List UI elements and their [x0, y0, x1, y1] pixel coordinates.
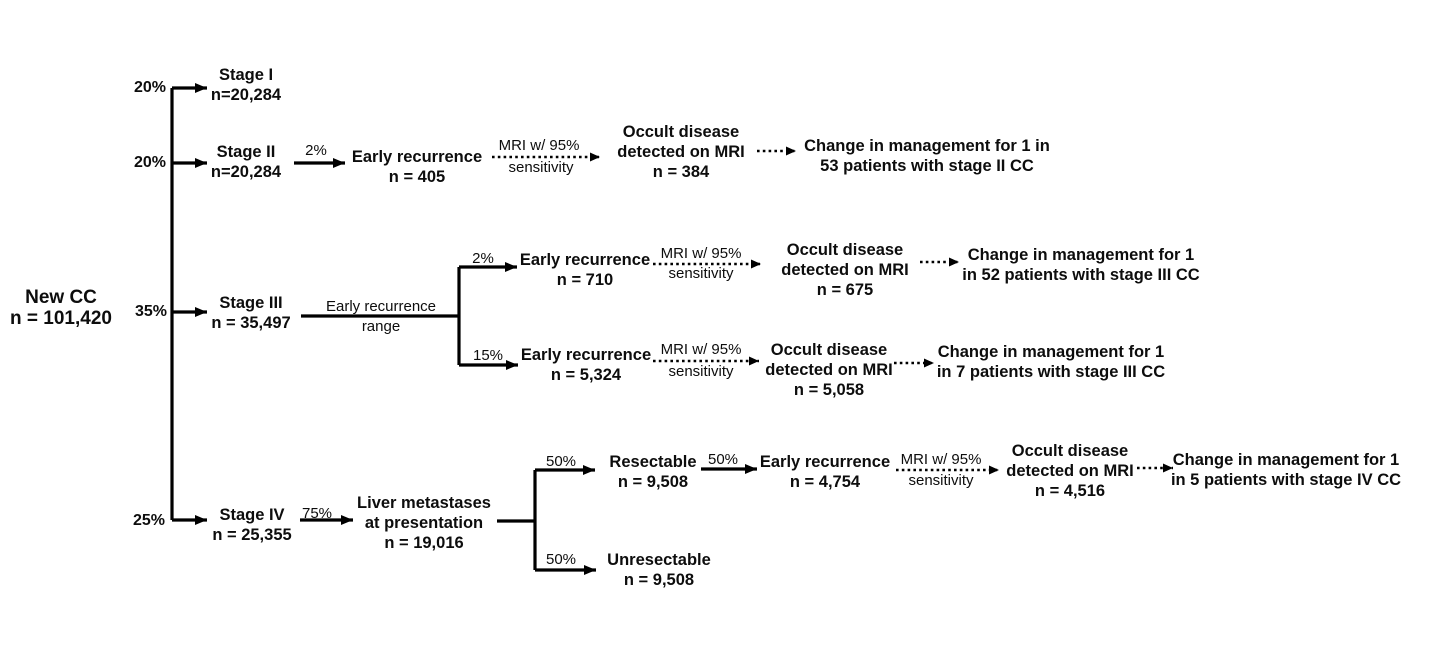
stage4-liver-pct: 75%	[301, 505, 333, 522]
stage3-lower-occult-node: Occult disease detected on MRI n = 5,058	[765, 340, 892, 400]
stage3-upper-early-recurrence-label: Early recurrence	[519, 251, 651, 269]
stage4-recurrence-pct: 50%	[707, 451, 739, 468]
branch-pct-stage2: 20%	[133, 154, 167, 171]
stage3-lower-early-recurrence-label: Early recurrence	[520, 346, 652, 364]
stage4-early-recurrence-node: Early recurrence n = 4,754	[760, 452, 890, 492]
unresectable-node: Unresectable n = 9,508	[607, 550, 711, 590]
stage2-recurrence-pct: 2%	[305, 142, 327, 159]
unresectable-pct: 50%	[545, 551, 577, 568]
stage4-outcome-node: Change in management for 1 in 5 patients…	[1171, 450, 1401, 490]
resectable-label: Resectable	[609, 453, 697, 471]
stage3-upper-early-recurrence-node: Early recurrence n = 710	[520, 250, 650, 290]
stage3-lower-mri-label-line1: MRI w/ 95%	[660, 341, 742, 358]
stage4-occult-line1: Occult disease	[1011, 442, 1129, 460]
stage4-occult-n: n = 4,516	[1034, 482, 1106, 500]
unresectable-label: Unresectable	[607, 551, 711, 569]
stage3-label: Stage III	[219, 294, 283, 312]
stage2-outcome-line2: 53 patients with stage II CC	[820, 157, 1034, 175]
stage3-lower-occult-line1: Occult disease	[770, 341, 888, 359]
stage3-upper-mri-label-line1: MRI w/ 95%	[660, 245, 742, 262]
stage4-n: n = 25,355	[212, 526, 292, 544]
stage4-outcome-line1: Change in management for 1	[1172, 451, 1400, 469]
stage4-label: Stage IV	[219, 506, 285, 524]
stage3-upper-outcome-node: Change in management for 1 in 52 patient…	[962, 245, 1199, 285]
stage3-upper-occult-line2: detected on MRI	[781, 261, 909, 279]
stage4-mri-label-line1: MRI w/ 95%	[900, 451, 982, 468]
stage4-liver-line2: at presentation	[364, 514, 484, 532]
stage2-outcome-line1: Change in management for 1 in	[804, 137, 1050, 155]
resectable-n: n = 9,508	[617, 473, 689, 491]
root-n: n = 101,420	[10, 308, 112, 329]
stage3-lower-outcome-line1: Change in management for 1	[937, 343, 1165, 361]
branch-pct-stage4: 25%	[132, 512, 166, 529]
stage4-occult-line2: detected on MRI	[1006, 462, 1134, 480]
stage3-node: Stage III n = 35,497	[211, 293, 290, 333]
stage4-liver-n: n = 19,016	[384, 534, 464, 552]
stage2-label: Stage II	[216, 143, 276, 161]
root-title: New CC	[25, 287, 97, 308]
stage3-upper-pct: 2%	[472, 250, 494, 267]
stage3-lower-mri-label-line2: sensitivity	[668, 363, 734, 380]
stage3-upper-outcome-line1: Change in management for 1	[967, 246, 1195, 264]
unresectable-n: n = 9,508	[623, 571, 695, 589]
stage2-occult-line1: Occult disease	[622, 123, 740, 141]
resectable-pct: 50%	[545, 453, 577, 470]
stage2-mri-label-line1: MRI w/ 95%	[498, 137, 580, 154]
stage2-early-recurrence-node: Early recurrence n = 405	[352, 147, 482, 187]
stage3-lower-early-recurrence-node: Early recurrence n = 5,324	[521, 345, 651, 385]
stage3-upper-mri-label-line2: sensitivity	[668, 265, 734, 282]
stage1-node: Stage I n=20,284	[211, 65, 281, 105]
stage3-range-label-line1: Early recurrence	[325, 298, 437, 315]
stage4-node: Stage IV n = 25,355	[212, 505, 291, 545]
stage2-outcome-node: Change in management for 1 in 53 patient…	[804, 136, 1050, 176]
stage3-lower-outcome-node: Change in management for 1 in 7 patients…	[937, 342, 1165, 382]
stage2-n: n=20,284	[210, 163, 282, 181]
stage3-upper-outcome-line2: in 52 patients with stage III CC	[962, 266, 1200, 284]
stage1-label: Stage I	[218, 66, 274, 84]
stage4-liver-line1: Liver metastases	[357, 494, 491, 512]
stage2-mri-label-line2: sensitivity	[508, 159, 574, 176]
stage3-n: n = 35,497	[211, 314, 291, 332]
stage3-lower-outcome-line2: in 7 patients with stage III CC	[936, 363, 1166, 381]
stage3-lower-early-recurrence-n: n = 5,324	[550, 366, 622, 384]
stage3-lower-pct: 15%	[472, 347, 504, 364]
stage2-occult-node: Occult disease detected on MRI n = 384	[617, 122, 744, 182]
stage2-early-recurrence-n: n = 405	[388, 168, 446, 186]
stage3-range-label-line2: range	[361, 318, 401, 335]
resectable-node: Resectable n = 9,508	[609, 452, 696, 492]
root-node: New CC n = 101,420	[10, 287, 112, 329]
stage2-early-recurrence-label: Early recurrence	[351, 148, 483, 166]
stage4-mri-label-line2: sensitivity	[908, 472, 974, 489]
stage2-occult-n: n = 384	[652, 163, 710, 181]
stage4-liver-node: Liver metastases at presentation n = 19,…	[357, 493, 491, 553]
stage4-outcome-line2: in 5 patients with stage IV CC	[1170, 471, 1402, 489]
stage4-occult-node: Occult disease detected on MRI n = 4,516	[1006, 441, 1133, 501]
branch-pct-stage1: 20%	[133, 79, 167, 96]
stage3-upper-occult-node: Occult disease detected on MRI n = 675	[781, 240, 908, 300]
stage4-early-recurrence-label: Early recurrence	[759, 453, 891, 471]
stage3-upper-early-recurrence-n: n = 710	[556, 271, 614, 289]
stage3-lower-occult-line2: detected on MRI	[765, 361, 893, 379]
stage4-early-recurrence-n: n = 4,754	[789, 473, 861, 491]
stage3-upper-occult-line1: Occult disease	[786, 241, 904, 259]
stage3-lower-occult-n: n = 5,058	[793, 381, 865, 399]
stage2-node: Stage II n=20,284	[211, 142, 281, 182]
stage3-upper-occult-n: n = 675	[816, 281, 874, 299]
branch-pct-stage3: 35%	[134, 303, 168, 320]
stage2-occult-line2: detected on MRI	[617, 143, 745, 161]
stage1-n: n=20,284	[210, 86, 282, 104]
